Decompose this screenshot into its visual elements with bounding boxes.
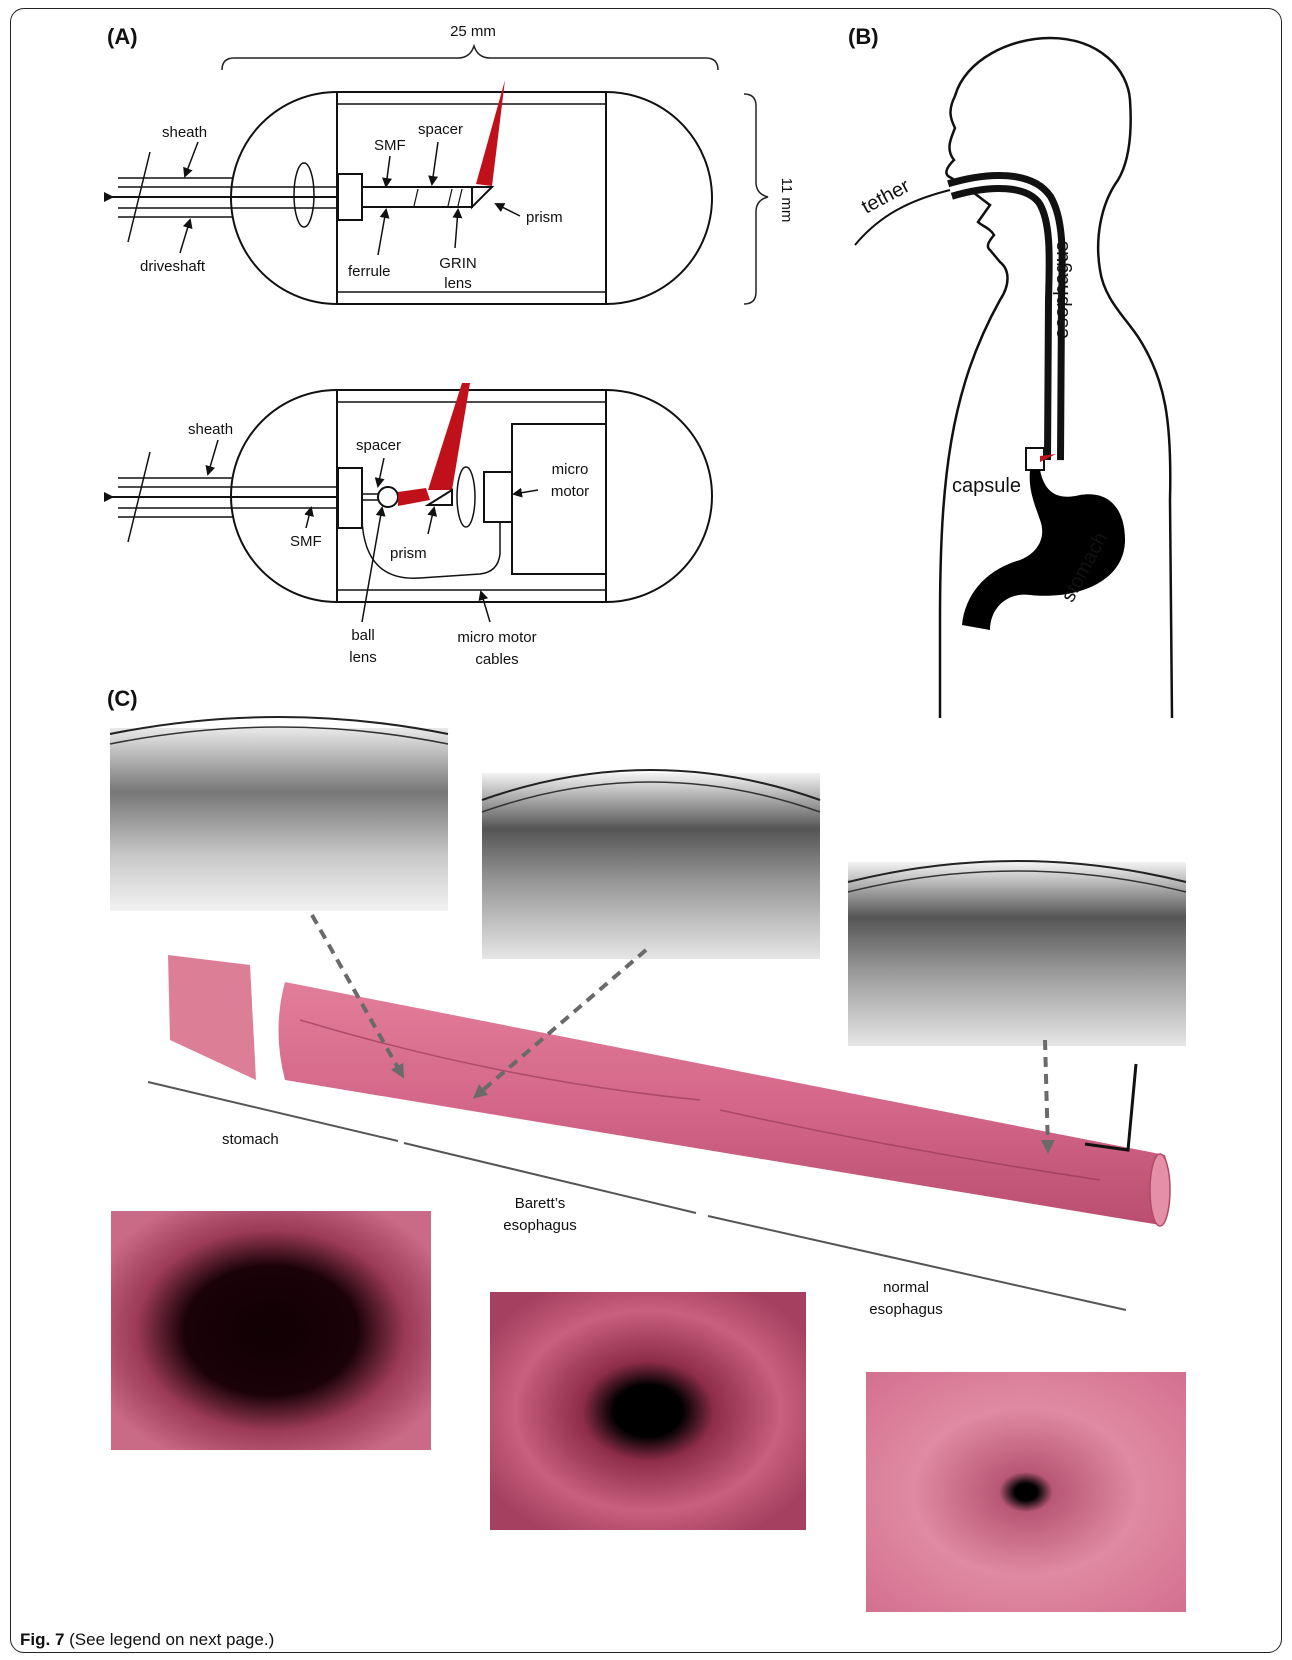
length-dimension: 25 mm bbox=[450, 23, 496, 40]
cables-label-2: cables bbox=[475, 651, 518, 668]
driveshaft-pointer bbox=[180, 220, 190, 253]
spacer-label-top: spacer bbox=[418, 121, 463, 138]
laser-beam-horizontal bbox=[398, 488, 430, 506]
panel-c: (C) bbox=[107, 686, 1186, 1612]
smf-pointer bbox=[306, 508, 311, 528]
motor-cable bbox=[362, 520, 500, 578]
motor-shaft-block bbox=[484, 472, 512, 522]
oct-image-3 bbox=[848, 862, 1186, 1046]
smf-label-top: SMF bbox=[374, 137, 406, 154]
cables-pointer bbox=[481, 592, 490, 622]
prism-label-bottom: prism bbox=[390, 545, 427, 562]
sheath-pointer bbox=[208, 440, 218, 474]
spacer-pointer bbox=[432, 142, 438, 184]
sheath-pointer bbox=[185, 142, 198, 176]
sheath-label-bottom: sheath bbox=[188, 421, 233, 438]
stomach-tissue-fragment bbox=[168, 955, 256, 1080]
optics-assembly bbox=[362, 187, 472, 207]
driveshaft-label: driveshaft bbox=[140, 258, 206, 275]
capsule-tethered-micromotor: sheath SMF spacer prism micro motor ball… bbox=[112, 383, 712, 668]
esophagus-label: esophagus bbox=[1051, 241, 1073, 339]
ball-lens-shape bbox=[378, 487, 398, 507]
laser-beam bbox=[476, 80, 505, 186]
panel-a-label: (A) bbox=[107, 24, 138, 49]
esophagus-tube bbox=[950, 182, 1056, 460]
ferrule-label: ferrule bbox=[348, 263, 391, 280]
flythrough-barretts bbox=[490, 1292, 806, 1530]
oct-image-1 bbox=[110, 728, 448, 911]
oct-image-normal bbox=[848, 861, 1186, 1046]
diameter-dimension: 11 mm bbox=[778, 178, 795, 223]
prism-shape bbox=[472, 187, 492, 207]
grin-label-1: GRIN bbox=[439, 255, 477, 272]
prism-label-top: prism bbox=[526, 209, 563, 226]
region-label-barretts-1: Barett’s bbox=[515, 1195, 566, 1212]
panel-b: (B) tether esophagus stomach capsule bbox=[848, 24, 1172, 718]
spacer-label-bottom: spacer bbox=[356, 437, 401, 454]
region-label-normal-2: esophagus bbox=[869, 1301, 942, 1318]
micro-motor-label-2: motor bbox=[551, 483, 589, 500]
smf-pointer bbox=[386, 156, 390, 186]
region-label-stomach: stomach bbox=[222, 1131, 279, 1148]
ball-lens-pointer bbox=[362, 508, 382, 622]
ball-lens-label-2: lens bbox=[349, 649, 377, 666]
oct-image-barretts bbox=[482, 770, 820, 959]
scale-bar bbox=[1085, 1064, 1136, 1150]
micro-motor-label-1: micro bbox=[552, 461, 589, 478]
rotation-icon bbox=[294, 163, 314, 227]
caption-text: (See legend on next page.) bbox=[64, 1630, 274, 1649]
length-brace bbox=[222, 46, 718, 70]
laser-beam bbox=[428, 383, 470, 490]
sheath-label: sheath bbox=[162, 124, 207, 141]
flythrough-normal bbox=[866, 1372, 1186, 1612]
region-label-barretts-2: esophagus bbox=[503, 1217, 576, 1234]
panel-a: (A) 25 mm 11 mm bbox=[107, 23, 795, 668]
tether-in-esophagus bbox=[950, 182, 1056, 460]
region-label-normal-1: normal bbox=[883, 1279, 929, 1296]
ferrule-block bbox=[338, 174, 362, 220]
flythrough-stomach bbox=[111, 1211, 431, 1450]
smf-label-bottom: SMF bbox=[290, 533, 322, 550]
ball-lens-label-1: ball bbox=[351, 627, 374, 644]
cables-label-1: micro motor bbox=[457, 629, 536, 646]
capsule-tethered: sheath driveshaft SMF spacer ferrule GRI… bbox=[112, 80, 712, 304]
prism-shape bbox=[428, 490, 452, 505]
ferrule-block bbox=[338, 468, 362, 528]
panel-c-label: (C) bbox=[107, 686, 138, 711]
grin-label-2: lens bbox=[444, 275, 472, 292]
capsule-label: capsule bbox=[952, 475, 1021, 497]
tube-end bbox=[1150, 1154, 1170, 1226]
rotation-icon bbox=[457, 467, 475, 527]
oct-image-stomach bbox=[110, 717, 448, 911]
prism-pointer bbox=[496, 204, 520, 216]
figure-number: Fig. 7 bbox=[20, 1630, 64, 1649]
panel-b-label: (B) bbox=[848, 24, 879, 49]
diameter-brace bbox=[744, 94, 768, 304]
prism-pointer bbox=[428, 508, 434, 534]
ferrule-pointer bbox=[378, 210, 386, 255]
spacer-pointer bbox=[378, 458, 384, 486]
tether-label: tether bbox=[858, 175, 914, 219]
grin-pointer bbox=[455, 210, 458, 248]
figure-caption: Fig. 7 (See legend on next page.) bbox=[20, 1630, 274, 1650]
oct-image-2 bbox=[482, 773, 820, 959]
